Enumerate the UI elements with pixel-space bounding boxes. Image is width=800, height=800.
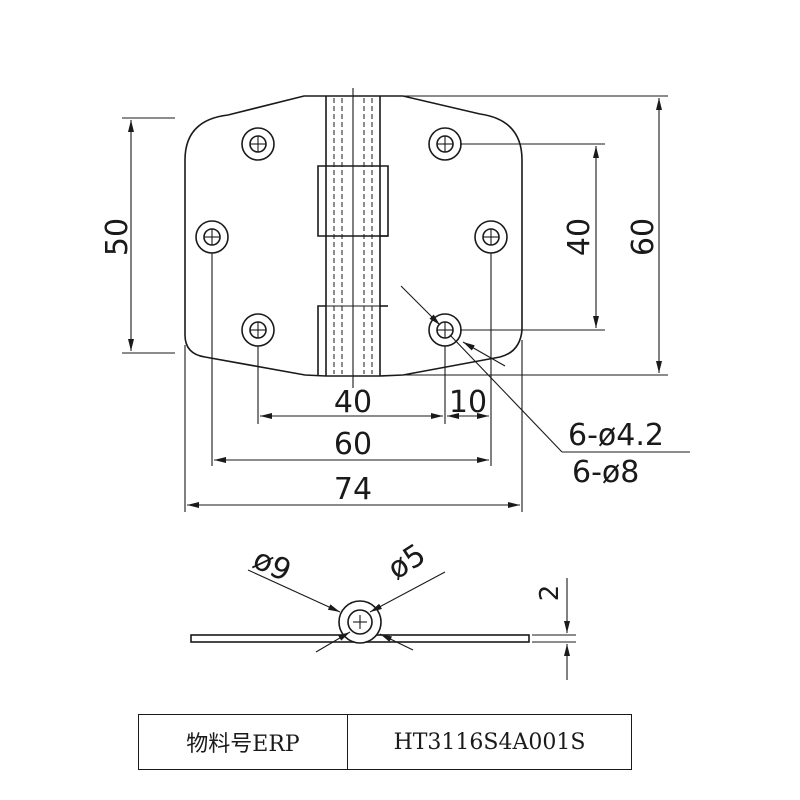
hole-callout-thru-label: 6-ø4.2 [568,418,664,453]
mounting-hole [241,313,275,347]
mounting-hole [241,127,275,161]
dimension-thickness: 2 [532,578,576,680]
knuckle-assembly [317,88,389,388]
dimension-40-horizontal: 40 [257,346,446,424]
hole-callout-counterbore-label: 6-ø8 [572,455,639,490]
mounting-hole [195,220,229,254]
left-leaf-outline [184,95,327,377]
hinge-side-view [190,600,530,644]
dimension-label-50: 50 [100,218,135,256]
mounting-hole [428,127,462,161]
dimension-label-40-vertical: 40 [562,218,597,256]
hole-callout-leader: 6-ø4.2 6-ø8 [400,285,690,490]
dimension-label-pin-diameter: ø5 [382,537,432,587]
erp-part-number: HT3116S4A001S [393,729,586,755]
erp-info-table: 物料号ERP HT3116S4A001S [138,714,632,770]
dimension-label-40-horizontal: 40 [334,385,372,420]
mounting-holes [195,127,508,347]
dimension-label-60-vertical: 60 [626,218,661,256]
dimension-40-vertical: 40 [460,143,605,331]
right-leaf-outline [379,95,523,377]
dimension-60-vertical: 60 [404,95,668,376]
dimension-label-thickness: 2 [535,585,565,602]
dimension-label-60-horizontal: 60 [334,427,372,462]
dimension-74: 74 [184,340,523,512]
dimension-label-10: 10 [449,385,487,420]
dimension-10: 10 [447,253,492,466]
dimension-60-horizontal: 60 [211,253,489,466]
erp-label: 物料号ERP [139,715,348,769]
mounting-hole [474,220,508,254]
hinge-top-view [184,88,523,388]
dimension-label-knuckle-diameter: ø9 [248,542,297,590]
dimension-50: 50 [100,117,175,354]
dimension-label-74: 74 [334,472,372,507]
